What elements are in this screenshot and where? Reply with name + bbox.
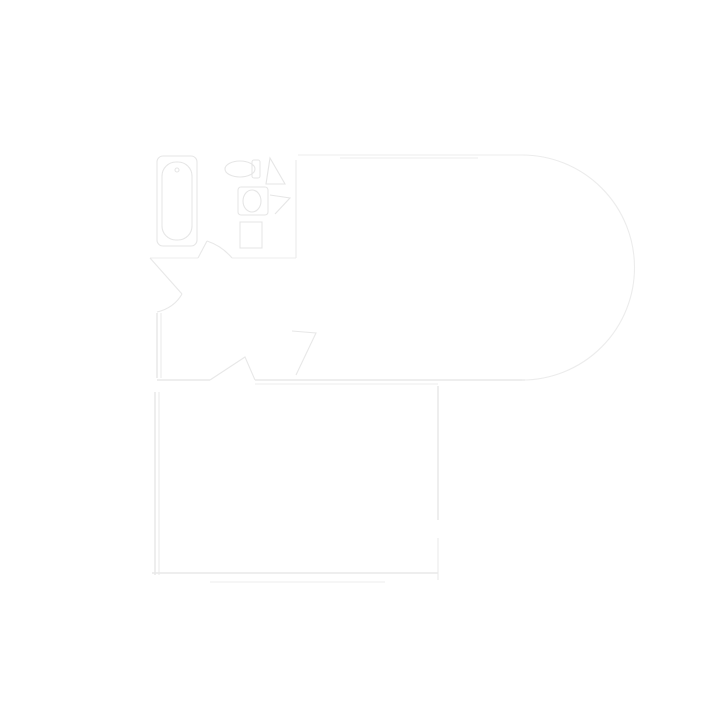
sink-icon [237, 186, 269, 216]
bathtub-drain-icon [174, 167, 180, 173]
curved-room-arc [521, 154, 636, 381]
bathroom-door-icon [197, 240, 233, 259]
bathtub-inner-icon [161, 161, 193, 241]
shower-icon [265, 156, 286, 185]
sink-basin-icon [242, 189, 262, 213]
curved-room-door-icon [291, 330, 317, 376]
doors [149, 240, 317, 381]
toilet-tank-icon [251, 159, 261, 179]
entry-door-icon [149, 257, 183, 313]
bathtub-icon [156, 155, 198, 247]
walls [150, 154, 636, 583]
lower-room-door-icon [209, 356, 256, 381]
cabinet-icon [239, 221, 263, 249]
toilet-bowl-icon [224, 160, 256, 178]
bathroom-fixtures [156, 155, 292, 249]
shower-door-icon [269, 194, 292, 215]
